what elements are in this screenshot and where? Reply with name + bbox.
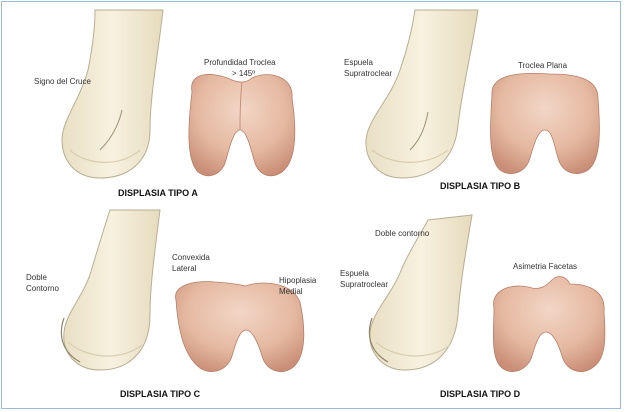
label-troclea-plana: Troclea Plana: [518, 60, 567, 71]
title-tipo-c: DISPLASIA TIPO C: [120, 389, 200, 399]
label-doble-c: Doble: [26, 272, 47, 283]
label-supratroclear-b: Supratroclear: [344, 68, 392, 79]
label-lateral: Lateral: [172, 263, 196, 274]
label-espuela-d: Espuela: [340, 268, 369, 279]
label-angle: > 145º: [232, 68, 255, 79]
label-signo-del-cruce: Signo del Cruce: [34, 76, 91, 87]
label-hipoplasia: Hipoplasia: [279, 275, 316, 286]
femur-lateral-b: [366, 10, 478, 178]
trochlea-b: [490, 73, 599, 173]
femur-lateral-c: [61, 210, 160, 370]
title-tipo-b: DISPLASIA TIPO B: [440, 181, 520, 191]
label-asimetria-facetas: Asimetria Facetas: [513, 261, 577, 272]
label-supratroclear-d: Supratroclear: [340, 279, 388, 290]
label-convexida: Convexida: [172, 252, 210, 263]
label-medial: Medial: [279, 286, 303, 297]
title-tipo-a: DISPLASIA TIPO A: [118, 188, 198, 198]
trochlea-d: [493, 277, 605, 372]
femur-lateral-a: [62, 10, 163, 178]
trochlea-a: [189, 74, 295, 175]
label-espuela-b: Espuela: [344, 57, 373, 68]
label-profundidad-troclea: Profundidad Troclea: [204, 57, 276, 68]
title-tipo-d: DISPLASIA TIPO D: [440, 389, 520, 399]
label-contorno-c: Contorno: [26, 283, 59, 294]
label-doble-contorno-d: Doble contorno: [375, 228, 429, 239]
